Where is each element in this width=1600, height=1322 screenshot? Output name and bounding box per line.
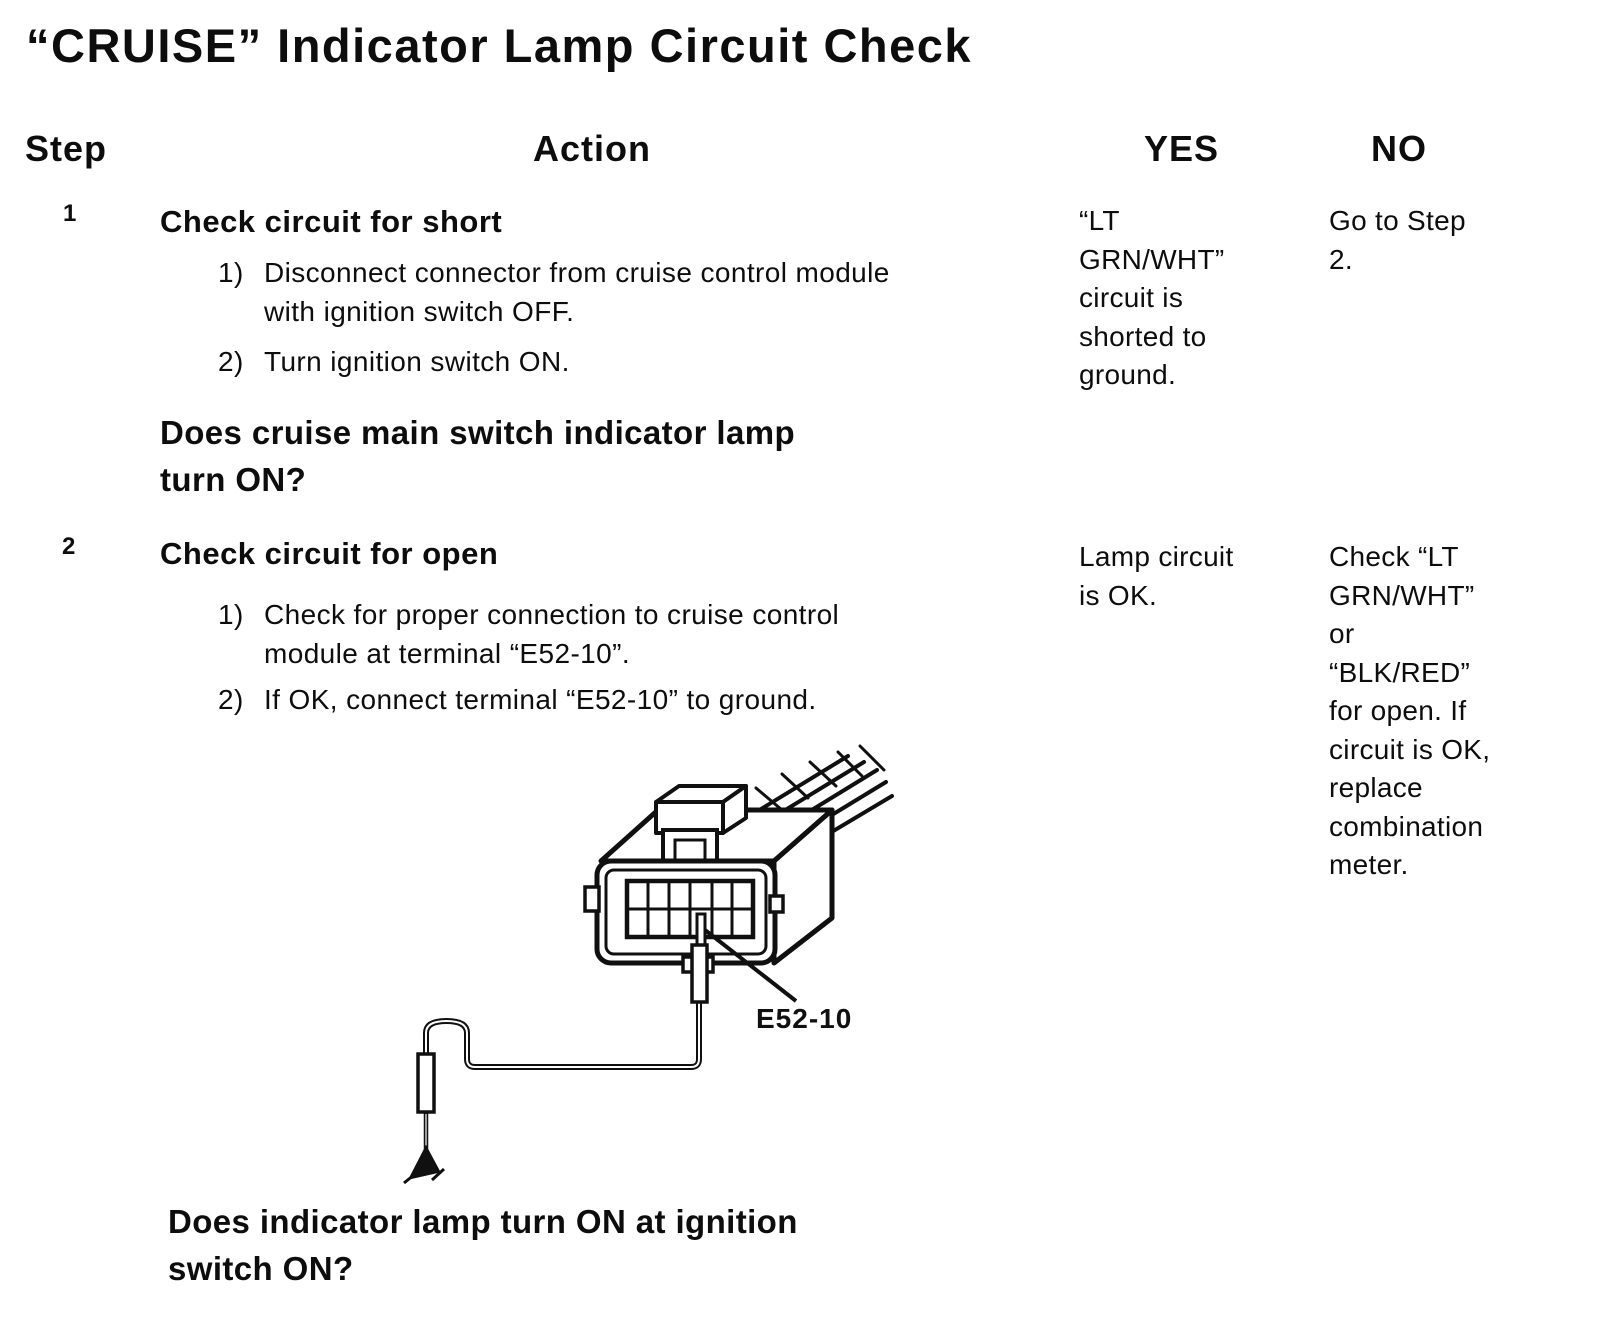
list-item: 2) If OK, connect terminal “E52-10” to g… [218, 680, 817, 719]
terminal-grid-icon [624, 878, 756, 940]
yes-cell: “LT GRN/WHT” circuit is shorted to groun… [1079, 205, 1225, 390]
step-question: Does indicator lamp turn ON at ignition … [168, 1203, 798, 1287]
connector-left-bump-icon [583, 885, 601, 913]
action-title: Check circuit for open [160, 536, 499, 571]
list-marker: 1) [218, 257, 244, 288]
connector-diagram: E52-10 [403, 744, 894, 1185]
probe-body-icon [690, 943, 709, 1004]
no-cell: Go to Step 2. [1329, 205, 1466, 275]
ground-probe-body-icon [416, 1052, 436, 1114]
column-header-step: Step [25, 128, 108, 169]
step-question: Does cruise main switch indicator lamp t… [160, 414, 796, 498]
probe-wire-icon [403, 912, 709, 1185]
list-item: 1) Check for proper connection to cruise… [218, 595, 839, 673]
yes-cell: Lamp circuit is OK. [1079, 541, 1234, 611]
page-title: “CRUISE” Indicator Lamp Circuit Check [26, 19, 973, 72]
list-item-text: Disconnect connector from cruise control… [264, 257, 890, 327]
connector-latch-rear-icon [654, 784, 748, 835]
list-item: 2) Turn ignition switch ON. [218, 342, 570, 381]
leader-line-icon [703, 928, 798, 1003]
step-number: 2 [62, 533, 76, 560]
list-item: 1) Disconnect connector from cruise cont… [218, 253, 890, 331]
list-marker: 1) [218, 599, 244, 630]
column-header-yes: YES [1144, 128, 1220, 169]
connector-latch-icon [661, 828, 719, 865]
list-marker: 2) [218, 346, 244, 377]
no-cell: Check “LT GRN/WHT” or “BLK/RED” for open… [1329, 541, 1491, 880]
action-title: Check circuit for short [160, 204, 503, 239]
terminal-label: E52-10 [756, 1003, 852, 1034]
column-header-no: NO [1371, 128, 1427, 169]
step-number: 1 [63, 200, 77, 227]
list-item-text: Check for proper connection to cruise co… [264, 599, 840, 669]
list-item-text: If OK, connect terminal “E52-10” to grou… [264, 684, 817, 715]
column-header-action: Action [533, 128, 651, 169]
probe-tip-icon [695, 912, 707, 949]
connector-right-notch-icon [768, 894, 785, 914]
ground-tip-icon [403, 1144, 446, 1185]
list-marker: 2) [218, 684, 244, 715]
list-item-text: Turn ignition switch ON. [264, 346, 570, 377]
